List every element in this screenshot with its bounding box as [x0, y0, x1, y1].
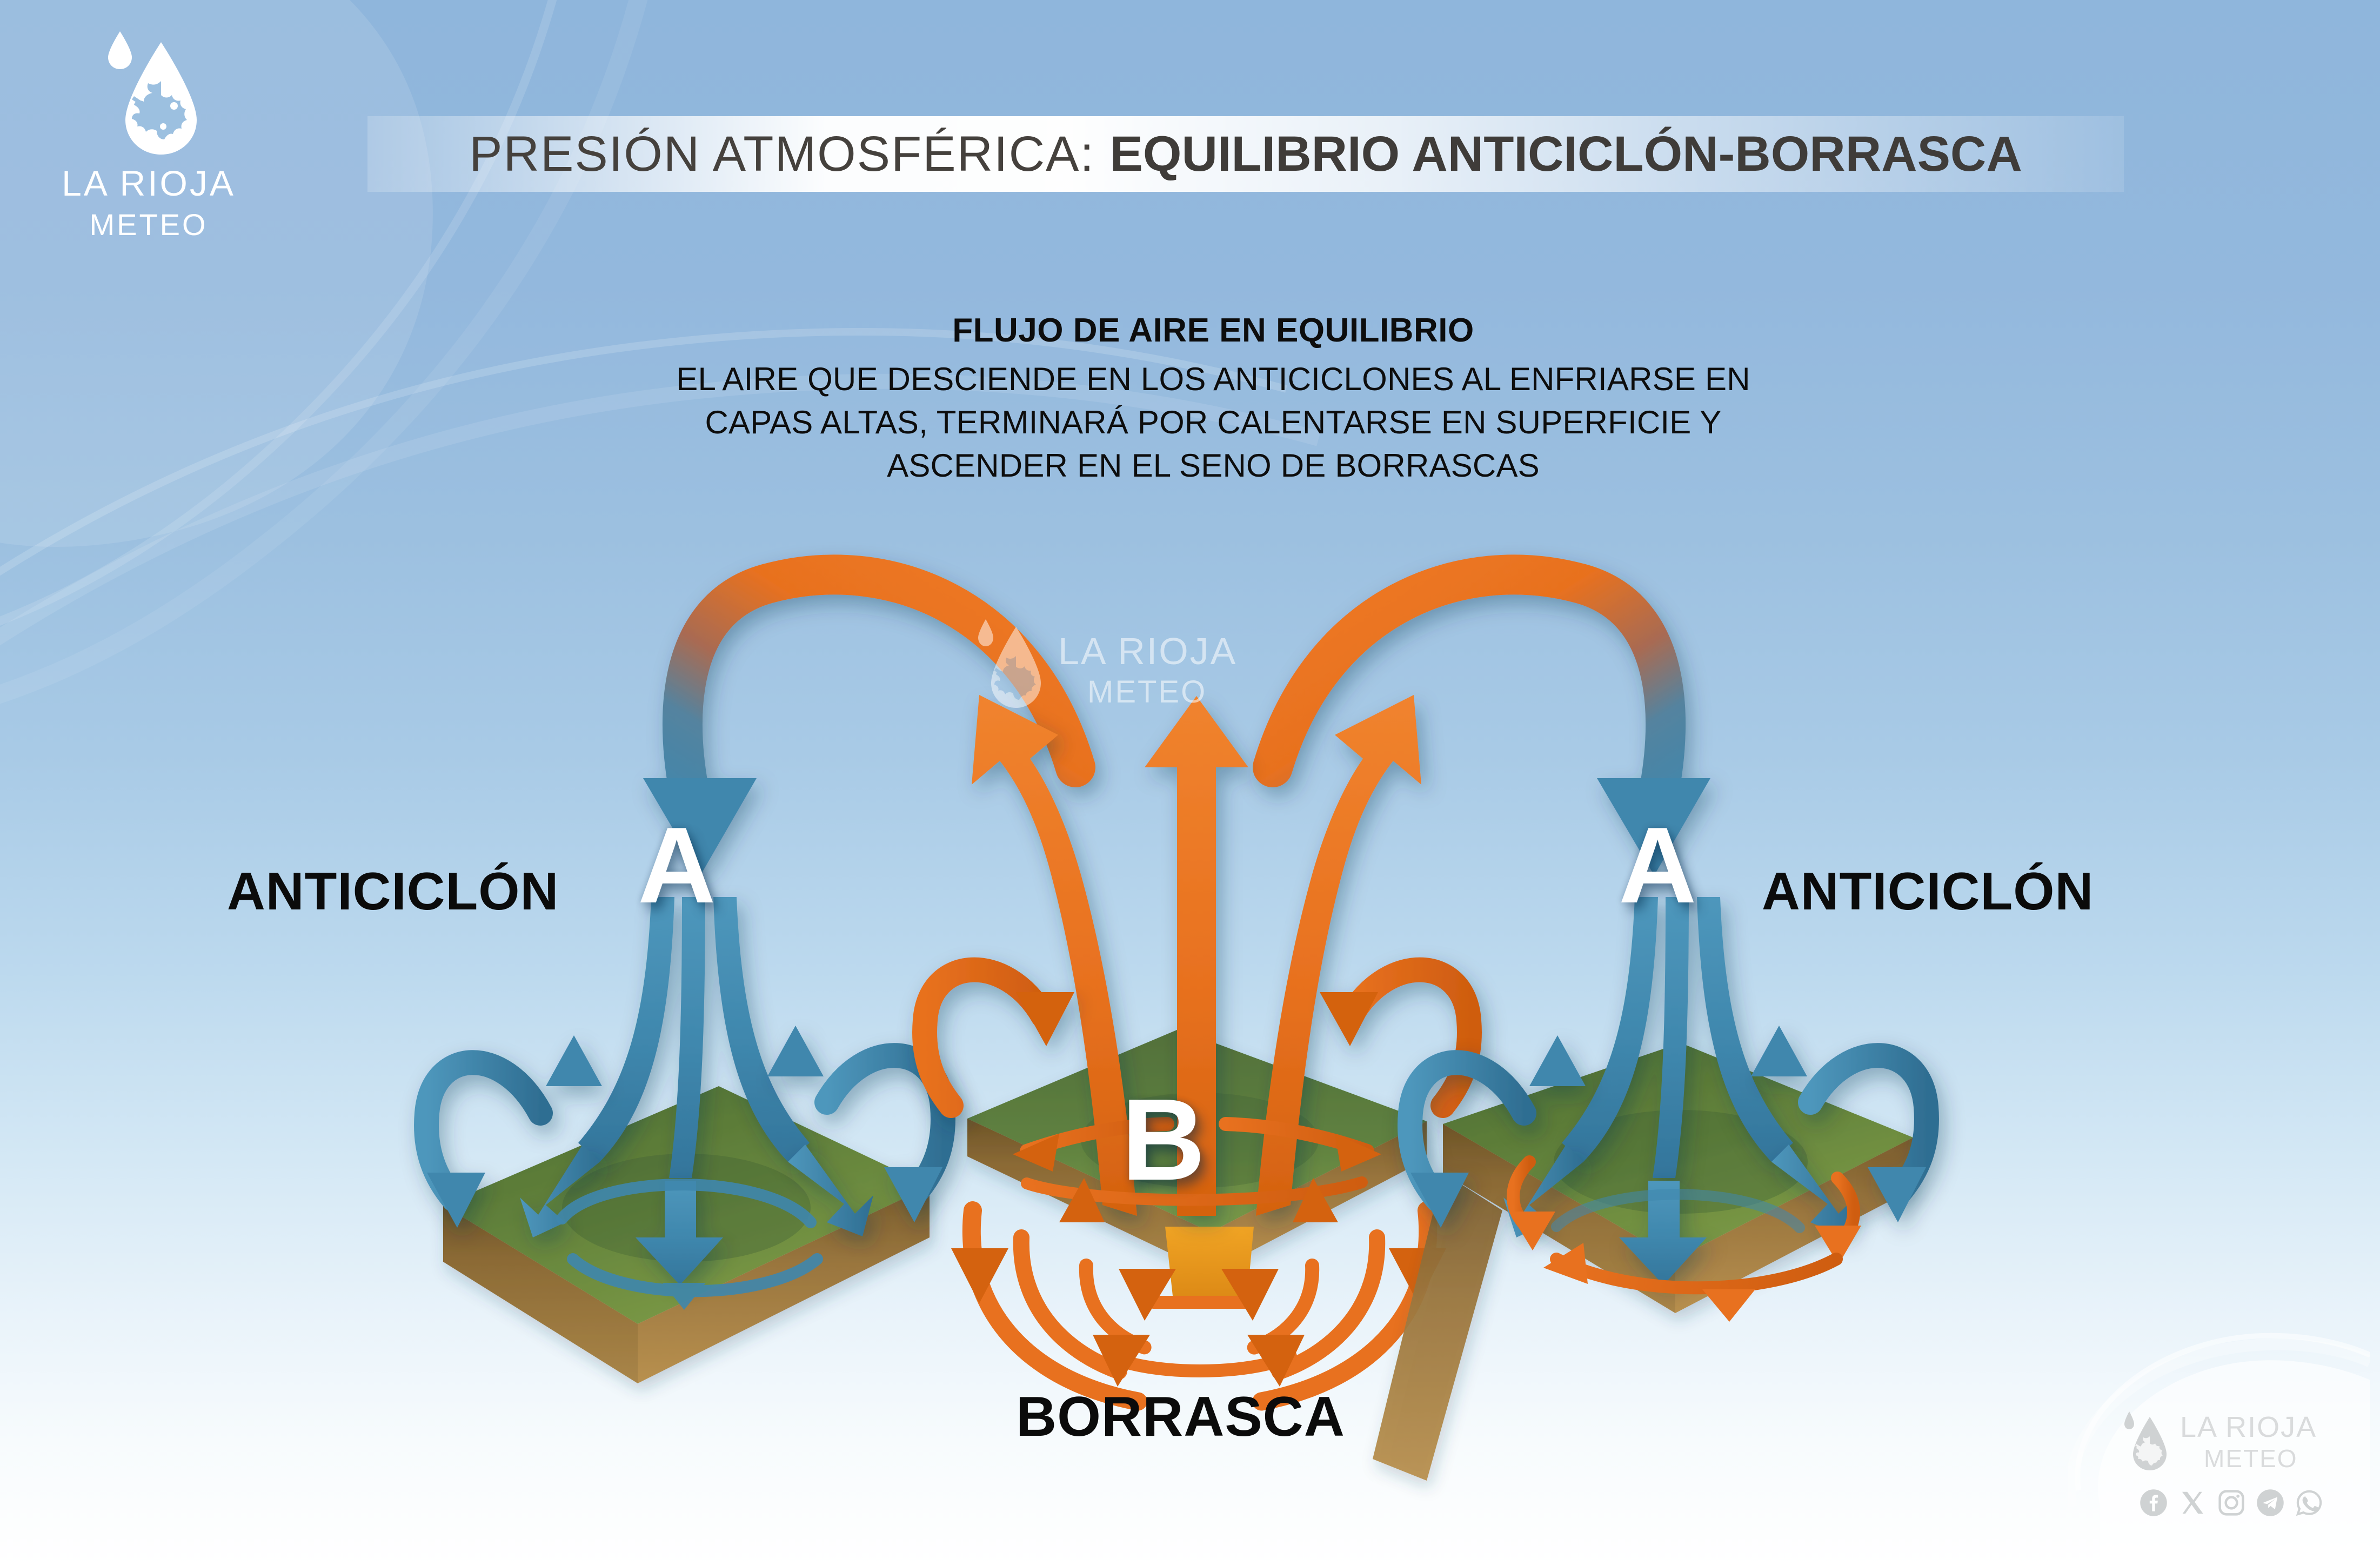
- title-bold-part: EQUILIBRIO ANTICICLÓN-BORRASCA: [1109, 126, 2022, 182]
- subtitle-block: FLUJO DE AIRE EN EQUILIBRIO EL AIRE QUE …: [584, 311, 1843, 487]
- logo-svg: [108, 31, 197, 155]
- grape-leaf-cutout: [132, 81, 187, 139]
- soil-side-left-front: [443, 1205, 638, 1383]
- swoosh-arc-1: [0, 328, 1287, 576]
- main-updraft-arrow: [1145, 696, 1248, 1216]
- brand-subtitle: METEO: [89, 208, 208, 242]
- subtitle-line: ASCENDER EN EL SENO DE BORRASCAS: [887, 447, 1540, 484]
- high-pressure-letter-left: A: [638, 805, 716, 926]
- swoosh-arc-4: [0, 0, 648, 704]
- subtitle-body: EL AIRE QUE DESCIENDE EN LOS ANTICICLONE…: [584, 358, 1843, 487]
- subtitle-heading: FLUJO DE AIRE EN EQUILIBRIO: [952, 312, 1474, 349]
- low-pressure-letter-center: B: [1121, 1074, 1206, 1204]
- small-droplet-shape: [108, 31, 132, 69]
- equilibrium-arc-right: [1253, 554, 1710, 875]
- soil-ramp-right: [1373, 1173, 1502, 1481]
- subtitle-line: EL AIRE QUE DESCIENDE EN LOS ANTICICLONE…: [676, 361, 1750, 398]
- water-drop-grape-leaf-icon: [92, 25, 205, 160]
- warm-surface-flow-right: [1507, 1155, 1861, 1322]
- outflow-arrow-left-1: [520, 1145, 600, 1237]
- updraft-arrow-left: [972, 695, 1137, 1216]
- label-anticiclon-left: ANTICICLÓN: [227, 861, 559, 921]
- recirculation-curls-right: [1398, 1026, 1939, 1228]
- outflow-arrow-right-3: [1771, 1145, 1857, 1236]
- outflow-arrow-left-2: [636, 1181, 723, 1285]
- leaf-dot-1: [170, 102, 178, 110]
- surface-ring-left: [556, 1179, 823, 1310]
- outflow-arrow-right-2: [1619, 1181, 1707, 1285]
- brand-name: LA RIOJA: [62, 163, 236, 203]
- descending-column-left: [578, 897, 810, 1178]
- page-title: PRESIÓN ATMOSFÉRICA: EQUILIBRIO ANTICICL…: [469, 129, 2022, 179]
- inflow-arrowhead-left: [1013, 1134, 1059, 1172]
- arrowhead-down-right: [1597, 778, 1710, 875]
- ascending-column-center: [972, 695, 1421, 1216]
- outflow-arrow-left-3: [788, 1145, 873, 1236]
- title-light-part: PRESIÓN ATMOSFÉRICA:: [469, 126, 1110, 182]
- grass-shade-right: [1554, 1110, 1808, 1214]
- subtitle-line: CAPAS ALTAS, TERMINARÁ POR CALENTARSE EN…: [705, 404, 1722, 440]
- surface-ring-right: [1551, 1189, 1805, 1233]
- updraft-arrow-right: [1256, 695, 1421, 1216]
- borrasca-center-group: [912, 695, 1482, 1412]
- label-anticiclon-right: ANTICICLÓN: [1762, 861, 2094, 921]
- swoosh-arc-3: [0, 0, 557, 626]
- anticyclone-right-group: [1373, 897, 1939, 1481]
- high-pressure-letter-right: A: [1619, 805, 1697, 926]
- soil-side-left-right: [638, 1186, 930, 1383]
- corner-blob-shape: [0, 0, 433, 547]
- anticyclone-left-group: [414, 897, 955, 1383]
- surface-outflow-left: [520, 1145, 873, 1285]
- swoosh-arc-2: [0, 373, 1321, 646]
- convergence-curls-center: [912, 957, 1482, 1118]
- brand-logo: LA RIOJA METEO: [32, 22, 265, 270]
- surface-inflow-center: [1013, 1117, 1381, 1206]
- descending-column-right: [1562, 897, 1793, 1178]
- title-banner: PRESIÓN ATMOSFÉRICA: EQUILIBRIO ANTICICL…: [367, 116, 2124, 192]
- label-borrasca: BORRASCA: [1016, 1386, 1345, 1448]
- inflow-arrowhead-right: [1335, 1134, 1381, 1172]
- arrowhead-down-left: [643, 778, 757, 875]
- leaf-dot-2: [160, 123, 166, 130]
- equilibrium-arc-left: [643, 554, 1095, 875]
